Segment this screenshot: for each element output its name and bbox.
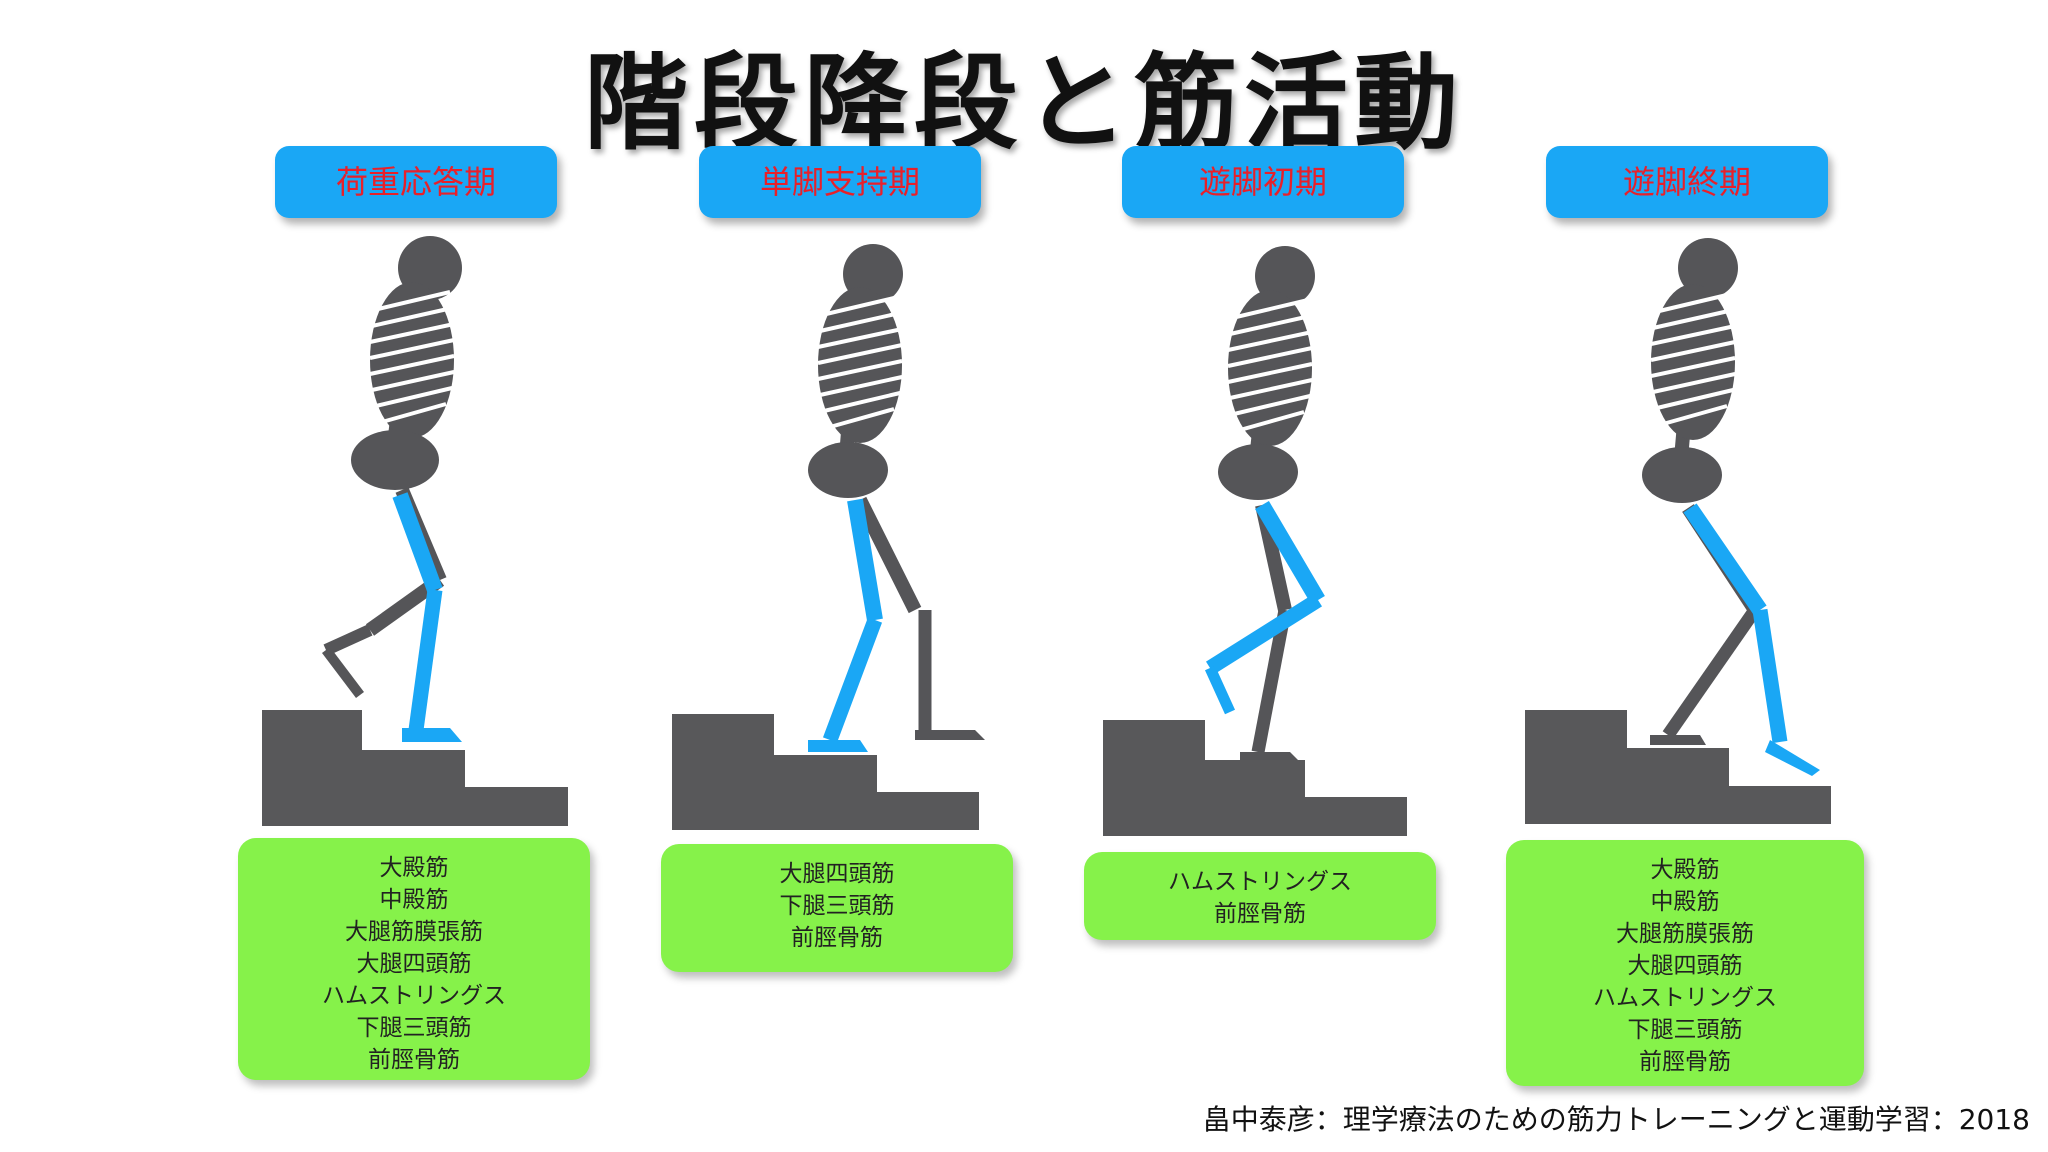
muscle-item: 前脛骨筋 [791,925,883,951]
muscle-item: ハムストリングス [322,983,506,1009]
muscle-box-single-support: 大腿四頭筋 下腿三頭筋 前脛骨筋 [661,844,1013,972]
muscle-item: 下腿三頭筋 [1627,1017,1743,1043]
stairs-4 [1525,710,1831,824]
stairs-1 [262,710,568,826]
muscle-item: 中殿筋 [1650,889,1720,915]
muscle-item: 大腿四頭筋 [779,861,895,887]
muscle-item: 下腿三頭筋 [356,1015,472,1041]
muscle-item: ハムストリングス [1593,985,1777,1011]
muscle-box-loading-response: 大殿筋 中殿筋 大腿筋膜張筋 大腿四頭筋 ハムストリングス 下腿三頭筋 前脛骨筋 [238,838,590,1080]
muscle-item: 下腿三頭筋 [779,893,895,919]
muscle-item: 前脛骨筋 [1214,901,1306,927]
page-title: 階段降段と筋活動 [583,42,1464,164]
muscle-item: 大腿筋膜張筋 [1616,921,1754,947]
skeleton-initial-swing [1204,246,1325,760]
muscle-item: 大腿四頭筋 [1627,953,1743,979]
muscle-item: 大殿筋 [379,855,449,881]
muscle-item: 大腿筋膜張筋 [345,919,483,945]
muscle-item: ハムストリングス [1168,869,1352,895]
phase-tab-single-support: 単脚支持期 [699,146,981,218]
source-credit: 畠中泰彦：理学療法のための筋力トレーニングと運動学習：2018 [1202,1103,2030,1136]
phase-tab-loading-response: 荷重応答期 [275,146,557,218]
muscle-box-terminal-swing: 大殿筋 中殿筋 大腿筋膜張筋 大腿四頭筋 ハムストリングス 下腿三頭筋 前脛骨筋 [1506,840,1864,1086]
muscle-item: 前脛骨筋 [1639,1049,1731,1075]
skeleton-terminal-swing [1642,238,1820,776]
muscle-item: 前脛骨筋 [368,1047,460,1073]
muscle-item: 大殿筋 [1650,857,1720,883]
muscle-item: 大腿四頭筋 [356,951,472,977]
stairs-3 [1103,720,1407,836]
skeleton-loading-response [322,236,462,742]
skeleton-single-support [808,244,985,752]
muscle-box-initial-swing: ハムストリングス 前脛骨筋 [1084,852,1436,940]
phase-tab-terminal-swing: 遊脚終期 [1546,146,1828,218]
phase-tab-initial-swing: 遊脚初期 [1122,146,1404,218]
muscle-item: 中殿筋 [379,887,449,913]
stairs-2 [672,714,979,830]
